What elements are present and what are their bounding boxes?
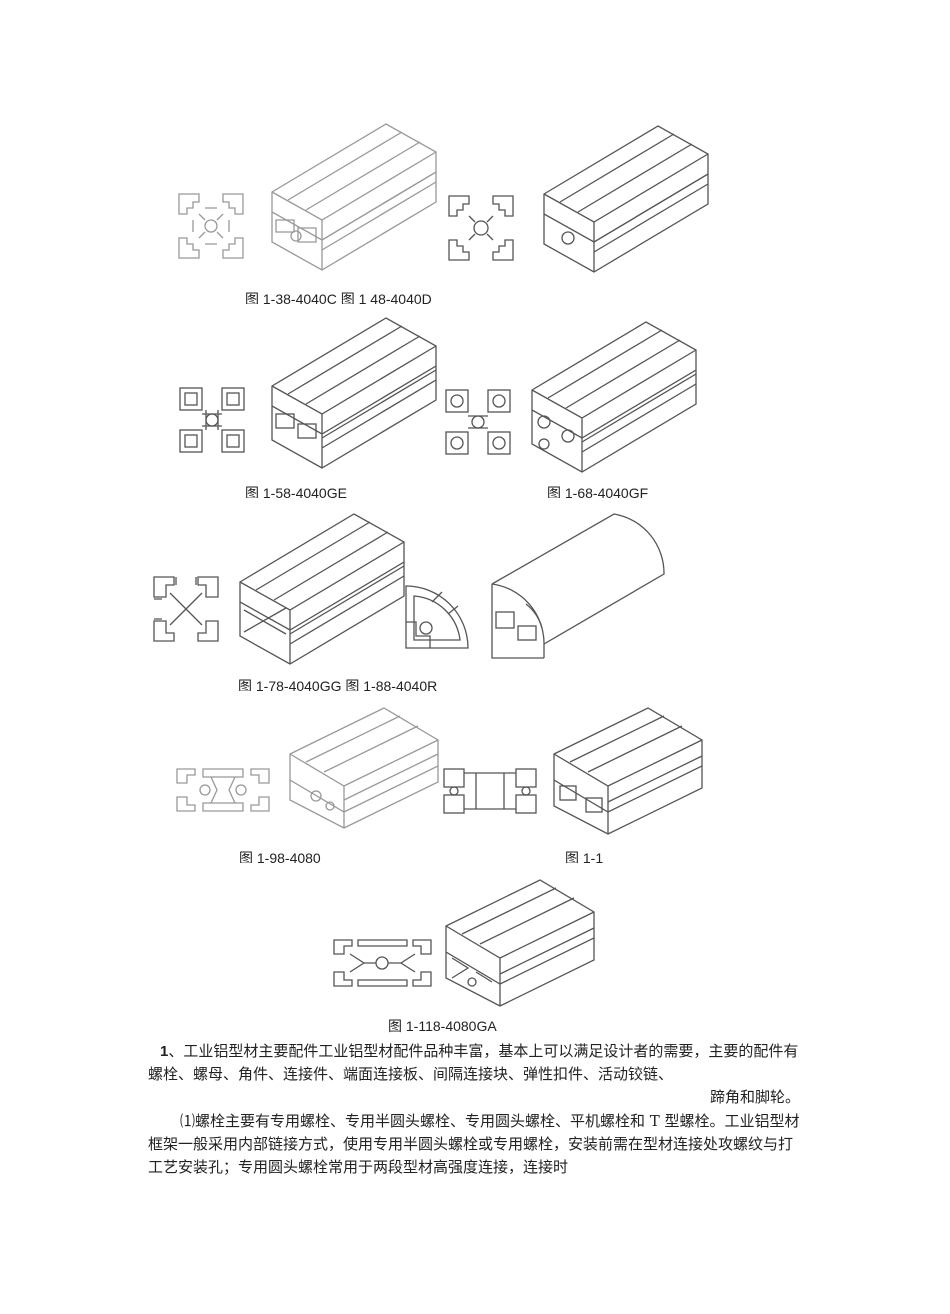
profile-4080ga-3d-figure (445, 879, 595, 1007)
profile-4040d-section-figure (448, 195, 514, 261)
figure-caption-row2a: 图 1-58-4040GE (245, 485, 347, 498)
profile-4040r-3d-figure (491, 513, 665, 659)
profile-4040gf-section-figure (445, 389, 511, 455)
figure-caption-row1: 图 1-38-4040C 图 1 48-4040D (245, 291, 432, 304)
profile-4040ge-3d-figure (271, 317, 437, 469)
paragraph-accessories-body: 、工业铝型材主要配件工业铝型材配件品种丰富，基本上可以满足设计者的需要，主要的配… (148, 1042, 799, 1083)
profile-4040gf-3d-figure (531, 321, 697, 473)
profile-4040ge-section-figure (179, 387, 245, 453)
profile-4040gg-3d-figure (239, 513, 405, 665)
paragraph-bolts-marker: ⑴ (180, 1113, 196, 1130)
paragraph-accessories-tail: 蹄角和脚轮。 (709, 1088, 800, 1106)
profile-4040d-3d-figure (543, 125, 709, 273)
figure-caption-row3: 图 1-78-4040GG 图 1-88-4040R (238, 678, 438, 691)
figure-caption-row4b: 图 1-1 (565, 850, 604, 863)
profile-4040c-section-figure (178, 193, 244, 259)
figure-caption-row4a: 图 1-98-4080 (239, 850, 321, 863)
profile-4080-3d-figure (289, 707, 439, 829)
profile-4080-variant-section-figure (443, 768, 537, 814)
paragraph-accessories: 1、工业铝型材主要配件工业铝型材配件品种丰富，基本上可以满足设计者的需要，主要的… (148, 1040, 800, 1109)
figure-caption-row2b: 图 1-68-4040GF (547, 485, 649, 498)
paragraph-bolts-body: 螺栓主要有专用螺栓、专用半圆头螺栓、专用圆头螺栓、平机螺栓和 T 型螺栓。工业铝… (148, 1112, 800, 1176)
profile-4040c-3d-figure (271, 123, 437, 271)
profile-4080ga-section-figure (333, 939, 432, 987)
profile-4080-variant-3d-figure (553, 707, 703, 835)
profile-4080-section-figure (176, 768, 270, 812)
paragraph-number: 1 (160, 1043, 169, 1060)
profile-4040gg-section-figure (153, 576, 219, 642)
profile-4040r-section-figure (405, 585, 469, 649)
paragraph-bolts: ⑴螺栓主要有专用螺栓、专用半圆头螺栓、专用圆头螺栓、平机螺栓和 T 型螺栓。工业… (148, 1110, 800, 1179)
figure-caption-row5: 图 1-118-4080GA (388, 1018, 497, 1034)
